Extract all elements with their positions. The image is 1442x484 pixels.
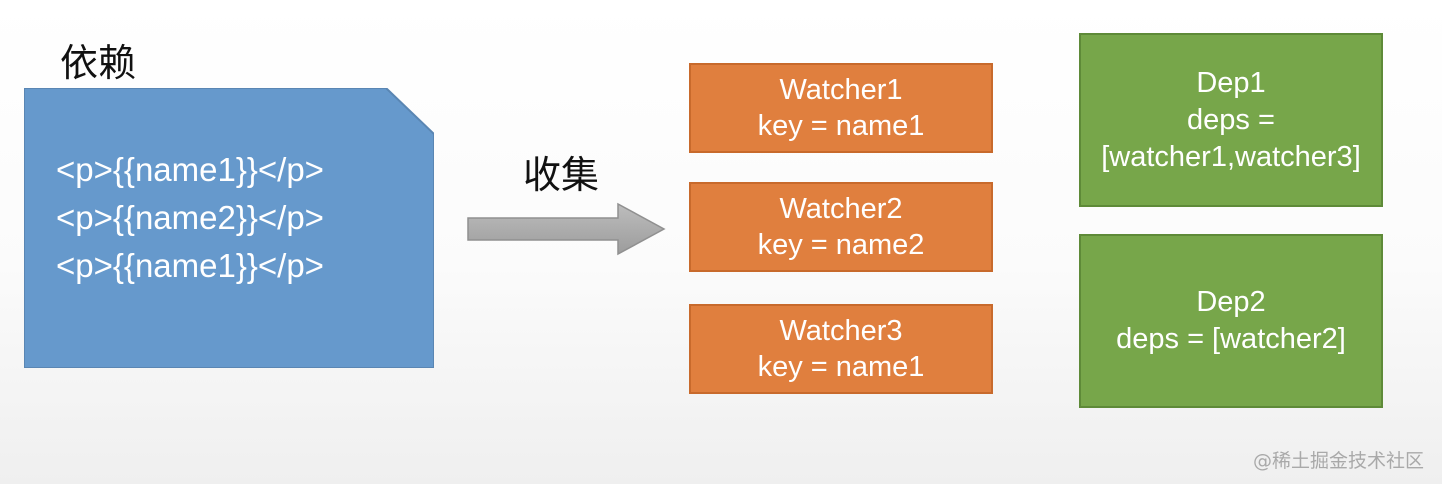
watcher-1-box: Watcher1 key = name1 bbox=[689, 63, 993, 153]
watcher-1-name: Watcher1 bbox=[779, 74, 903, 106]
watcher-2-key: key = name2 bbox=[757, 229, 925, 261]
watcher-3-key: key = name1 bbox=[757, 351, 925, 383]
dependency-heading: 依赖 bbox=[60, 41, 137, 85]
watcher-1-key: key = name1 bbox=[757, 110, 925, 142]
watcher-2-box: Watcher2 key = name2 bbox=[689, 182, 993, 272]
template-line-2: <p>{{name2}}</p> bbox=[56, 199, 324, 236]
template-document-shape bbox=[24, 88, 434, 368]
watcher-2-name: Watcher2 bbox=[779, 193, 903, 225]
right-arrow-icon bbox=[467, 202, 666, 256]
dep-2-box: Dep2 deps = [watcher2] bbox=[1079, 234, 1383, 408]
watcher-3-box: Watcher3 key = name1 bbox=[689, 304, 993, 394]
dep-1-deps-label: deps = bbox=[1187, 103, 1275, 136]
watcher-3-name: Watcher3 bbox=[779, 315, 903, 347]
template-line-3: <p>{{name1}}</p> bbox=[56, 247, 324, 284]
dep-1-box: Dep1 deps = [watcher1,watcher3] bbox=[1079, 33, 1383, 207]
template-code: <p>{{name1}}</p> <p>{{name2}}</p> <p>{{n… bbox=[56, 146, 416, 290]
collect-heading: 收集 bbox=[523, 153, 600, 197]
dep-2-deps: deps = [watcher2] bbox=[1116, 323, 1346, 355]
dep-2-name: Dep2 bbox=[1196, 286, 1266, 318]
dep-1-name: Dep1 bbox=[1196, 66, 1266, 99]
site-watermark: @稀土掘金技术社区 bbox=[1252, 450, 1424, 472]
dep-1-deps-list: [watcher1,watcher3] bbox=[1101, 140, 1361, 173]
template-line-1: <p>{{name1}}</p> bbox=[56, 151, 324, 188]
